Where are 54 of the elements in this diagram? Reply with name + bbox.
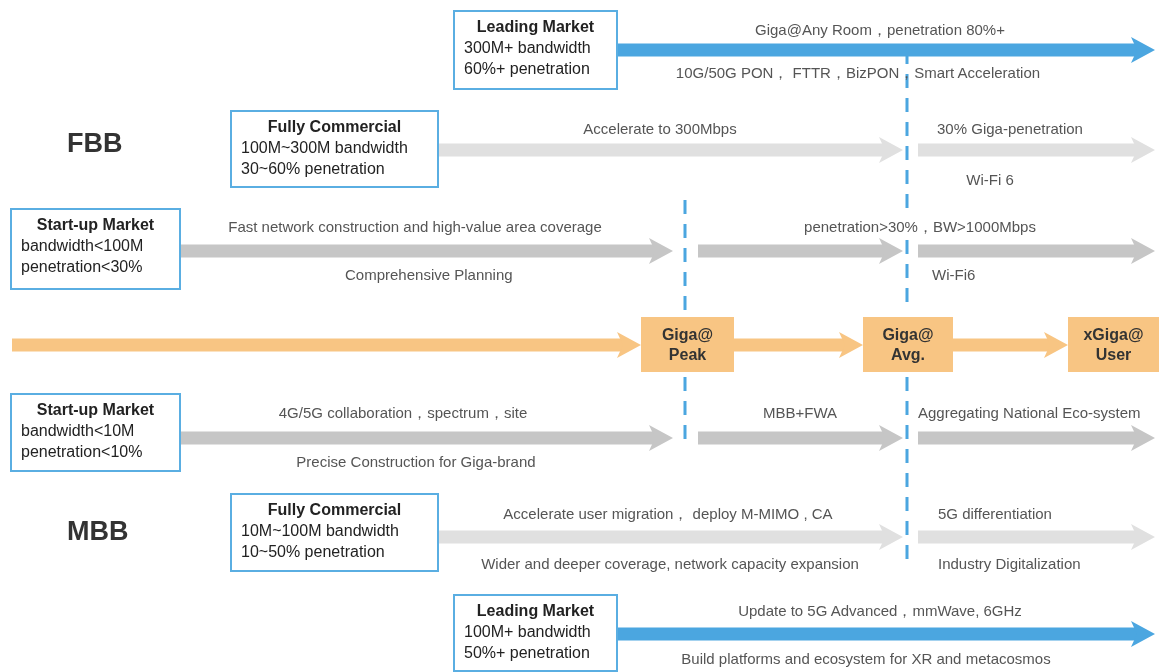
market-box xyxy=(453,594,618,672)
arrow-label: Giga@Any Room，penetration 80%+ xyxy=(755,21,1005,39)
box-heading: Leading Market xyxy=(475,601,596,621)
arrow xyxy=(439,137,903,163)
box-heading: Fully Commercial xyxy=(266,117,403,137)
arrow-note: 30% Giga-penetration xyxy=(937,120,1083,138)
box-text: 100M+ bandwidth 50%+ penetration xyxy=(464,622,592,663)
arrow-note: 10G/50G PON， FTTR，BizPON，Smart Acceleration xyxy=(675,64,1041,82)
milestone-text: Giga@ Avg. xyxy=(881,324,935,365)
arrow-note: Precise Construction for Giga-brand xyxy=(296,453,536,471)
row-heading: MBB xyxy=(67,516,129,546)
box-heading: Leading Market xyxy=(475,17,596,37)
arrow-note: Industry Digitalization xyxy=(938,555,1081,573)
arrow-label: Accelerate user migration， deploy M-MIMO , CA xyxy=(503,505,833,523)
milestone-box xyxy=(641,317,734,372)
arrow-label: Accelerate to 300Mbps xyxy=(583,120,737,138)
box-heading: Start-up Market xyxy=(35,215,156,235)
market-box xyxy=(230,110,439,188)
arrow-note: Wi-Fi6 xyxy=(932,266,976,284)
box-heading: Start-up Market xyxy=(35,400,156,420)
box-text: 300M+ bandwidth 60%+ penetration xyxy=(464,38,592,79)
arrow-note: penetration>30%，BW>1000Mbps xyxy=(804,218,1036,236)
milestone-box xyxy=(863,317,953,372)
box-text: 100M~300M bandwidth 30~60% penetration xyxy=(241,138,409,179)
arrow xyxy=(12,332,641,358)
milestone-box xyxy=(1068,317,1159,372)
market-box xyxy=(10,208,181,290)
arrow xyxy=(181,238,673,264)
arrow xyxy=(618,37,1155,63)
market-box xyxy=(10,393,181,472)
box-text: bandwidth<100M penetration<30% xyxy=(21,236,145,277)
arrow-note: 5G differentiation xyxy=(938,505,1052,523)
arrow-label: Fast network construction and high-value area coverage xyxy=(228,218,602,236)
milestone-text: xGiga@ User xyxy=(1082,324,1145,365)
arrow-note: Wi-Fi 6 xyxy=(966,171,1014,189)
box-text: 10M~100M bandwidth 10~50% penetration xyxy=(241,521,400,562)
box-heading: Fully Commercial xyxy=(266,500,403,520)
arrow-note: Comprehensive Planning xyxy=(345,266,513,284)
milestone-text: Giga@ Peak xyxy=(660,324,715,365)
arrow xyxy=(734,332,863,358)
market-box xyxy=(230,493,439,572)
arrow xyxy=(953,332,1068,358)
arrow xyxy=(618,621,1155,647)
row-heading: FBB xyxy=(67,128,123,158)
arrow xyxy=(439,524,903,550)
arrow-label: Update to 5G Advanced，mmWave, 6GHz xyxy=(738,602,1022,620)
box-text: bandwidth<10M penetration<10% xyxy=(21,421,144,462)
arrow xyxy=(181,425,673,451)
arrow-note: Wider and deeper coverage, network capacity expansion xyxy=(481,555,859,573)
arrow-note: MBB+FWA xyxy=(763,404,837,422)
arrow-note: Aggregating National Eco-system xyxy=(918,404,1141,422)
arrow-label: 4G/5G collaboration，spectrum，site xyxy=(278,404,528,422)
arrow-note: Build platforms and ecosystem for XR and metacosmos xyxy=(681,650,1051,668)
market-box xyxy=(453,10,618,90)
